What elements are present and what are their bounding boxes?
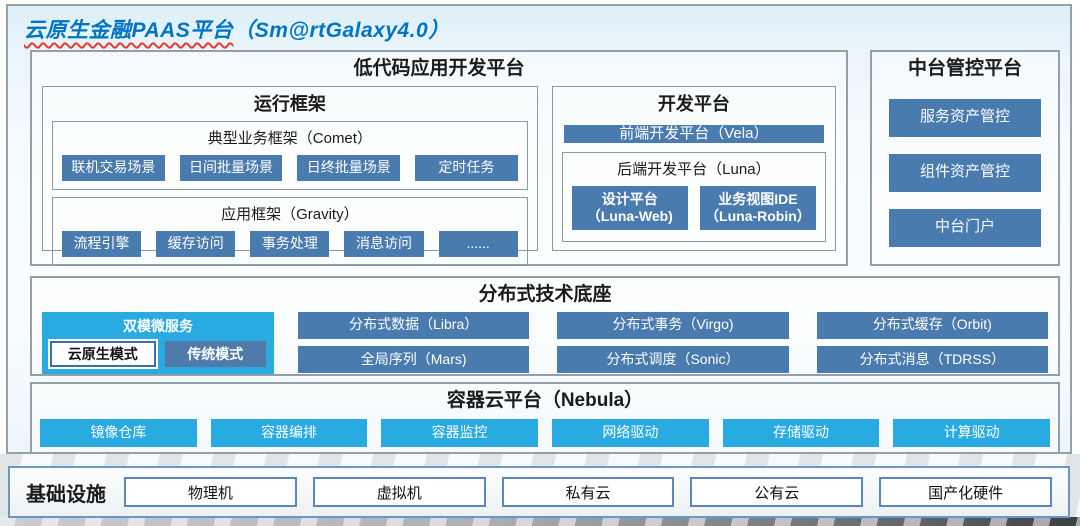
bottom-gloss-band (0, 517, 1080, 526)
block-service-asset-control: 服务资产管控 (889, 98, 1041, 137)
distributed-grid: 分布式数据（Libra） 分布式事务（Virgo) 分布式缓存（Orbit) 全… (298, 311, 1048, 374)
block-public-cloud: 公有云 (690, 477, 864, 507)
gravity-framework-box: 应用框架（Gravity） 流程引擎 缓存访问 事务处理 消息访问 ...... (52, 196, 528, 266)
dual-mode-label: 双模微服务 (123, 317, 193, 334)
block-cache-access: 缓存访问 (156, 230, 236, 257)
block-compute-driver: 计算驱动 (893, 418, 1051, 447)
block-distributed-data-libra: 分布式数据（Libra） (298, 311, 530, 339)
block-vela-frontend-platform: 前端开发平台（Vela） (563, 124, 824, 144)
section-distributed-tech-base: 分布式技术底座 双模微服务 云原生模式 传统模式 分布式数据（Libra） 分布… (30, 276, 1060, 376)
block-domestic-hardware: 国产化硬件 (879, 477, 1052, 507)
block-luna-web-design-platform: 设计平台 （Luna-Web) (571, 186, 688, 231)
block-virtual-machine: 虚拟机 (312, 477, 486, 507)
luna-button-row: 设计平台 （Luna-Web) 业务视图IDE （Luna-Robin） (571, 186, 816, 233)
block-cloud-native-mode: 云原生模式 (50, 340, 156, 367)
comet-framework-label: 典型业务框架（Comet） (207, 129, 372, 147)
block-global-sequence-mars: 全局序列（Mars) (298, 346, 530, 374)
midend-title: 中台管控平台 (907, 58, 1022, 79)
runtime-framework-title: 运行框架 (253, 93, 326, 114)
diagram-frame: 云原生金融PAAS平台（Sm@rtGalaxy4.0） 低代码应用开发平台 运行… (6, 4, 1072, 454)
comet-framework-box: 典型业务框架（Comet） 联机交易场景 日间批量场景 日终批量场景 定时任务 (52, 120, 528, 190)
block-ellipsis: ...... (438, 230, 518, 257)
luna-robin-line2: （Luna-Robin） (705, 208, 811, 225)
diagram-title-version: （Sm@rtGalaxy4.0） (233, 19, 450, 42)
block-transaction-processing: 事务处理 (250, 230, 330, 257)
block-container-monitoring: 容器监控 (381, 418, 539, 447)
gravity-framework-label: 应用框架（Gravity） (221, 205, 359, 223)
block-scheduled-task: 定时任务 (415, 154, 518, 181)
section-container-cloud-nebula: 容器云平台（Nebula） 镜像仓库 容器编排 容器监控 网络驱动 存储驱动 计… (30, 382, 1060, 454)
dev-platform-title: 开发平台 (657, 93, 730, 114)
distributed-body: 双模微服务 云原生模式 传统模式 分布式数据（Libra） 分布式事务（Virg… (32, 308, 1058, 374)
dev-platform-box: 开发平台 前端开发平台（Vela） 后端开发平台（Luna） 设计平台 （Lun… (551, 85, 836, 251)
block-private-cloud: 私有云 (501, 477, 675, 507)
midend-body: 服务资产管控 组件资产管控 中台门户 (872, 82, 1058, 247)
infrastructure-label: 基础设施 (26, 483, 106, 506)
block-eod-batch: 日终批量场景 (297, 154, 401, 181)
dual-mode-row: 云原生模式 传统模式 (50, 340, 266, 367)
luna-web-line2: （Luna-Web) (586, 208, 673, 225)
runtime-framework-box: 运行框架 典型业务框架（Comet） 联机交易场景 日间批量场景 日终批量场景 … (42, 85, 538, 266)
distributed-title: 分布式技术底座 (478, 284, 612, 305)
infrastructure-items: 物理机 虚拟机 私有云 公有云 国产化硬件 (124, 477, 1052, 507)
low-code-body: 运行框架 典型业务框架（Comet） 联机交易场景 日间批量场景 日终批量场景 … (32, 82, 846, 266)
block-message-access: 消息访问 (344, 230, 424, 257)
diagram-title: 云原生金融PAAS平台（Sm@rtGalaxy4.0） (24, 14, 450, 44)
luna-backend-label: 后端开发平台（Luna） (617, 161, 771, 179)
dual-mode-microservice-panel: 双模微服务 云原生模式 传统模式 (42, 311, 274, 374)
block-distributed-scheduling-sonic: 分布式调度（Sonic） (557, 346, 789, 374)
block-daytime-batch: 日间批量场景 (179, 154, 283, 181)
block-container-orchestration: 容器编排 (210, 418, 368, 447)
nebula-button-row: 镜像仓库 容器编排 容器监控 网络驱动 存储驱动 计算驱动 (32, 414, 1058, 447)
block-distributed-transaction-virgo: 分布式事务（Virgo) (557, 311, 789, 339)
block-distributed-message-tdrss: 分布式消息（TDRSS） (816, 346, 1048, 374)
block-component-asset-control: 组件资产管控 (889, 153, 1041, 192)
block-traditional-mode: 传统模式 (164, 340, 266, 367)
block-online-transaction: 联机交易场景 (62, 154, 165, 181)
luna-robin-line1: 业务视图IDE (718, 190, 798, 207)
block-midend-portal: 中台门户 (889, 208, 1041, 247)
block-storage-driver: 存储驱动 (722, 418, 880, 447)
diagram-title-main: 云原生金融PAAS平台 (24, 19, 234, 42)
block-luna-robin-ide: 业务视图IDE （Luna-Robin） (699, 186, 816, 231)
section-low-code-dev-platform: 低代码应用开发平台 运行框架 典型业务框架（Comet） 联机交易场景 日间批量… (30, 50, 848, 266)
block-network-driver: 网络驱动 (552, 418, 709, 447)
luna-web-line1: 设计平台 (601, 190, 658, 207)
section-midend-control-platform: 中台管控平台 服务资产管控 组件资产管控 中台门户 (870, 50, 1060, 266)
block-image-repository: 镜像仓库 (40, 418, 197, 447)
comet-button-row: 联机交易场景 日间批量场景 日终批量场景 定时任务 (62, 154, 518, 181)
nebula-title: 容器云平台（Nebula） (446, 390, 644, 411)
low-code-title: 低代码应用开发平台 (353, 58, 525, 79)
block-process-engine: 流程引擎 (62, 230, 142, 257)
luna-backend-box: 后端开发平台（Luna） 设计平台 （Luna-Web) 业务视图IDE （Lu… (561, 152, 826, 243)
section-infrastructure: 基础设施 物理机 虚拟机 私有云 公有云 国产化硬件 (8, 466, 1070, 518)
block-distributed-cache-orbit: 分布式缓存（Orbit) (816, 311, 1048, 339)
block-physical-machine: 物理机 (124, 477, 297, 507)
gravity-button-row: 流程引擎 缓存访问 事务处理 消息访问 ...... (62, 230, 518, 257)
